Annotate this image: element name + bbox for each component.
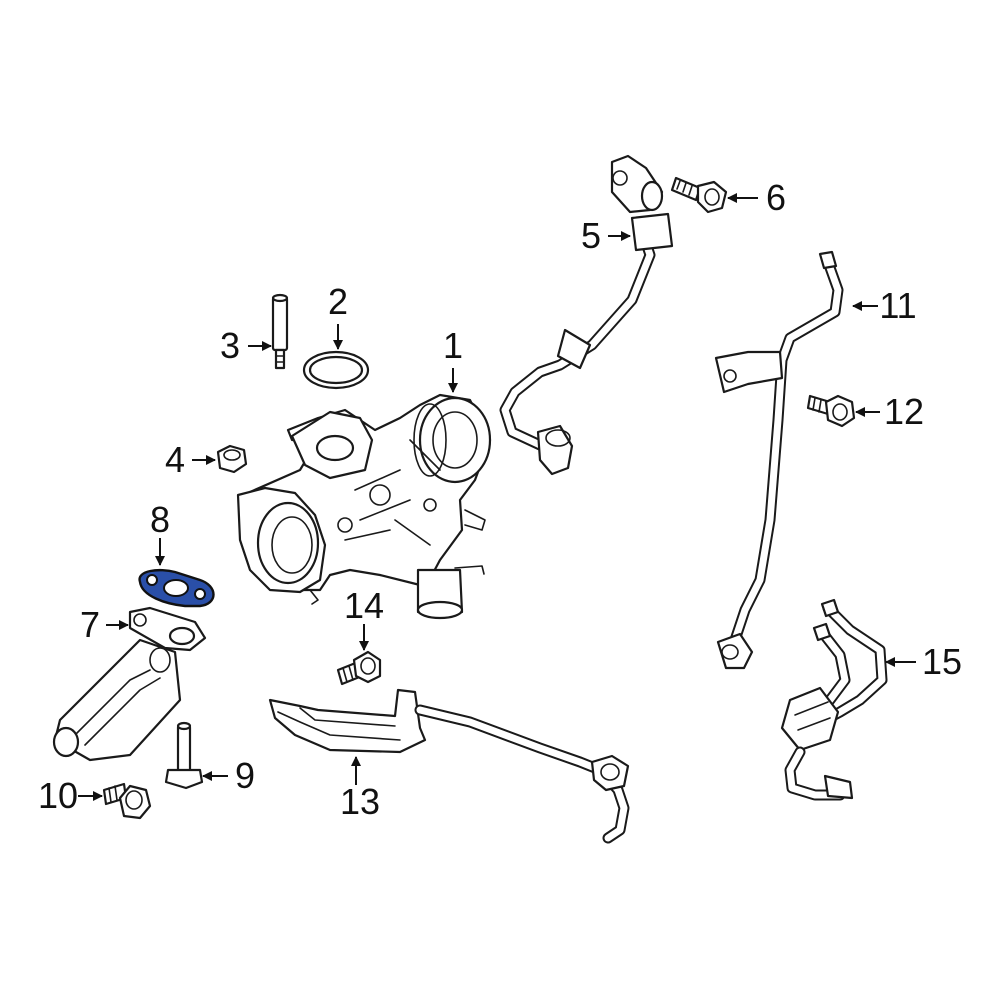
part-5-oil-feed-tube[interactable]: [499, 154, 674, 476]
part-12-bolt[interactable]: [806, 394, 856, 428]
callout-4-number[interactable]: 4: [165, 439, 185, 480]
callout-2-number[interactable]: 2: [328, 281, 348, 322]
part-3-stud[interactable]: [271, 293, 289, 370]
callout-6-number[interactable]: 6: [766, 177, 786, 218]
callout-13-number[interactable]: 13: [340, 781, 380, 822]
callout-numbers: 1 2 3 4 5 6 7 8 9 10 11 12 13 14 15: [38, 177, 962, 822]
callout-14-number[interactable]: 14: [344, 585, 384, 626]
part-11-coolant-tube[interactable]: [714, 250, 844, 670]
callout-5-number[interactable]: 5: [581, 215, 601, 256]
part-8-gasket[interactable]: [138, 568, 215, 608]
callout-8-number[interactable]: 8: [150, 499, 170, 540]
part-7-oil-return-tube[interactable]: [52, 606, 207, 762]
part-9-stud-bolt[interactable]: [164, 721, 204, 790]
callout-10-number[interactable]: 10: [38, 775, 78, 816]
part-15-coolant-hose[interactable]: [780, 598, 888, 801]
part-6-bolt[interactable]: [670, 176, 728, 214]
part-14-bolt[interactable]: [336, 650, 382, 686]
part-13-heat-shield[interactable]: [268, 688, 630, 844]
part-1-turbocharger[interactable]: [236, 393, 492, 620]
part-10-bolt[interactable]: [102, 782, 152, 820]
callout-lines: [78, 193, 916, 801]
callout-15-number[interactable]: 15: [922, 641, 962, 682]
callout-11-number[interactable]: 11: [879, 285, 916, 326]
callout-9-number[interactable]: 9: [235, 755, 255, 796]
callout-7-number[interactable]: 7: [80, 604, 100, 645]
callout-1-number[interactable]: 1: [443, 325, 463, 366]
part-4-nut[interactable]: [216, 444, 248, 474]
callout-3-number[interactable]: 3: [220, 325, 240, 366]
part-2-o-ring[interactable]: [302, 350, 370, 390]
callout-12-number[interactable]: 12: [884, 391, 924, 432]
